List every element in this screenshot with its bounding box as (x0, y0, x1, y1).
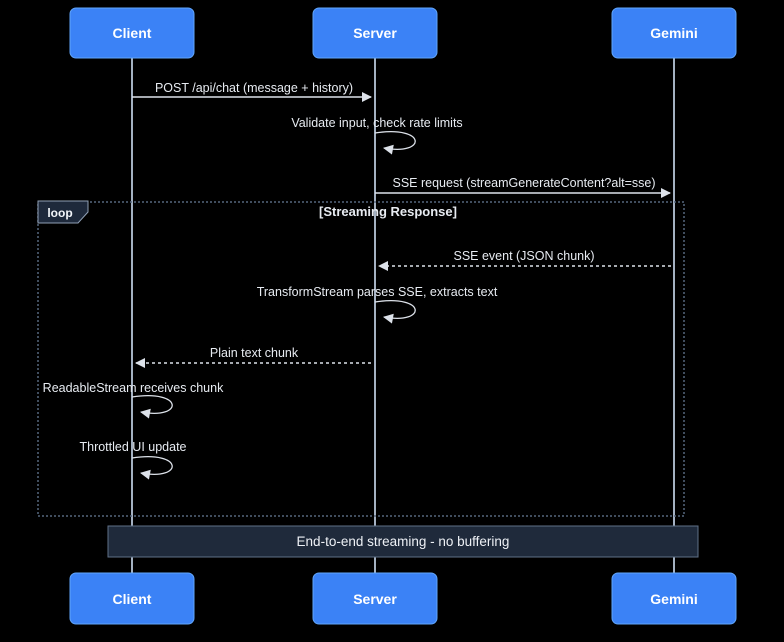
message-text-throttled-ui: Throttled UI update (79, 440, 186, 454)
actor-bottom-server: Server (312, 572, 438, 625)
message-text-plain-text-chunk: Plain text chunk (210, 346, 299, 360)
actor-bottom-gemini-box (611, 572, 737, 625)
self-loop-transformstream (374, 300, 416, 324)
actor-bottom-client-box (69, 572, 195, 625)
actor-top-gemini-box (611, 7, 737, 59)
loop-label-box (37, 200, 89, 224)
note-box (107, 525, 699, 558)
actor-top-server: Server (312, 7, 438, 59)
message-text-post-api-chat: POST /api/chat (message + history) (155, 81, 353, 95)
actor-bottom-gemini-label: Gemini (650, 591, 697, 607)
actor-bottom-server-box (312, 572, 438, 625)
actor-top-gemini: Gemini (611, 7, 737, 59)
actor-top-gemini-label: Gemini (650, 25, 697, 41)
message-text-readablestream: ReadableStream receives chunk (43, 381, 224, 395)
actor-top-client-label: Client (113, 25, 152, 41)
actor-bottom-client-label: Client (113, 591, 152, 607)
message-text-validate-input: Validate input, check rate limits (291, 116, 462, 130)
self-loop-validate-input (374, 131, 416, 155)
self-loop-throttled-ui (131, 456, 173, 480)
note-text: End-to-end streaming - no buffering (297, 534, 510, 549)
message-text-sse-event: SSE event (JSON chunk) (453, 249, 594, 263)
actor-top-server-box (312, 7, 438, 59)
loop-guard: [Streaming Response] (319, 204, 457, 219)
actor-bottom-server-label: Server (353, 591, 397, 607)
loop-keyword: loop (47, 206, 72, 220)
actor-bottom-gemini: Gemini (611, 572, 737, 625)
message-text-sse-request: SSE request (streamGenerateContent?alt=s… (393, 176, 656, 190)
actor-bottom-client: Client (69, 572, 195, 625)
self-loop-readablestream (131, 395, 173, 419)
actor-top-client-box (69, 7, 195, 59)
actor-top-server-label: Server (353, 25, 397, 41)
message-text-transformstream: TransformStream parses SSE, extracts tex… (257, 285, 498, 299)
actor-top-client: Client (69, 7, 195, 59)
